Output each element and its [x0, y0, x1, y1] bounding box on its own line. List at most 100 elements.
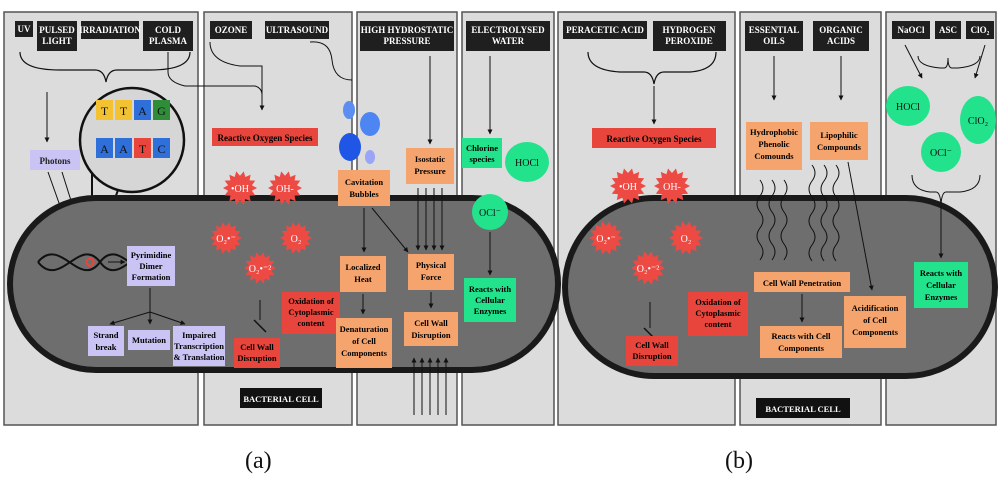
hocl-text-b: HOCl [896, 102, 920, 113]
oh-radical-b-burst [610, 168, 646, 204]
pyrimidine-text-1: Pyrimidine [131, 250, 172, 260]
acid-text-2: of Cell [863, 315, 887, 325]
denaturation-box [336, 318, 392, 368]
oh-minus-a-label: OH- [276, 184, 294, 195]
header-peracetic [563, 21, 647, 39]
header-peracetic-text: PERACETIC ACID [566, 25, 644, 35]
mutation-text: Mutation [132, 335, 166, 345]
o2-2-a-burst [244, 252, 276, 284]
oxidation-b-text-1: Oxidation of [695, 297, 741, 307]
header-plasma-text-1: COLD [155, 25, 182, 35]
enz-a-text-3: Enzymes [474, 306, 507, 316]
header-ultrasound [265, 21, 329, 39]
header-h2o2 [653, 21, 726, 51]
bubble-2 [360, 112, 380, 136]
arrow-ultrasound [309, 41, 353, 81]
cavitation-box [338, 170, 390, 206]
hocl-text-a: HOCl [515, 158, 539, 169]
reacts-components-box [760, 326, 842, 358]
hydrophobic-text-3: Comounds [754, 151, 794, 161]
header-eo-text-2: OILS [763, 36, 785, 46]
isostatic-box [406, 148, 454, 184]
header-cold-plasma [143, 21, 193, 51]
clo2-circle-b [960, 96, 996, 144]
o2-2-a-label: O₂•⁻² [249, 264, 272, 275]
dna-top-tile [153, 100, 170, 120]
dna-top-tile [96, 100, 113, 120]
strand-text-2: break [95, 342, 116, 352]
lipophilic-text-1: Lipophilic [820, 130, 858, 140]
header-irradiation-text: IRRADIATION [79, 25, 141, 35]
impaired-text-2: Transcription [174, 341, 224, 351]
ros-box-b [592, 128, 716, 148]
rc-text-2: Components [778, 343, 825, 353]
chlorine-species-box [462, 138, 502, 168]
header-hhp-text-1: HIGH HYDROSTATIC [361, 25, 453, 35]
brace-chlorine-species [911, 174, 981, 205]
header-ultrasound-text: ULTRASOUND [266, 25, 329, 35]
bubble-1 [343, 101, 355, 119]
enz-a-text-2: Cellular [475, 295, 505, 305]
o2-2-b-burst [631, 251, 665, 285]
dna-top-letter: A [138, 104, 147, 118]
o2-a-burst [280, 222, 312, 254]
oh-minus-b-label: OH- [663, 182, 681, 193]
dna-top-tile [115, 100, 132, 120]
enzymes-box-b [914, 262, 968, 308]
arrow-plasma-to-ros [167, 52, 263, 96]
pressure-arrows-up [411, 357, 449, 415]
penetration-text: Cell Wall Penetration [763, 278, 841, 288]
header-naocl-text: NaOCl [898, 25, 925, 35]
oxidation-a-text-3: content [298, 318, 325, 328]
cwd-a-text-1: Cell Wall [240, 342, 274, 352]
header-organic-acids [813, 21, 869, 51]
lipophilic-text-2: Compounds [817, 142, 862, 152]
header-pulsed-text-1: PULSED [39, 25, 75, 35]
oxidation-box-a [282, 292, 340, 334]
cwd2-text-2: Disruption [411, 330, 450, 340]
ocl-text-b: OCl⁻ [930, 148, 952, 159]
header-oa-text-1: ORGANIC [819, 25, 863, 35]
impaired-text-3: & Translation [174, 352, 225, 362]
caption-b: (b) [725, 448, 753, 474]
dna-dimer-mark [85, 257, 96, 267]
dna-bottom-tile [134, 138, 151, 158]
chlorine-text-1: Chlorine [466, 143, 498, 153]
pyrimidine-box [127, 246, 175, 286]
denat-text-3: Components [341, 348, 388, 358]
header-irradiation [81, 21, 139, 39]
header-electrolysed [466, 21, 550, 51]
heat-box [340, 256, 386, 292]
ocl-circle-a [472, 194, 508, 230]
dna-bottom-tile [153, 138, 170, 158]
hocl-circle-b [886, 86, 930, 126]
header-oa-text-2: ACIDS [827, 36, 855, 46]
cwd-box-b [626, 336, 678, 366]
lipophilic-box [810, 122, 868, 160]
isostatic-text-1: Isostatic [415, 154, 445, 164]
photons-text: Photons [39, 156, 71, 166]
arrow-naocl [904, 44, 923, 79]
header-eo-text-1: ESSENTIAL [749, 25, 800, 35]
oh-radical-a-label: •OH [231, 184, 249, 195]
enzymes-box-a [464, 278, 516, 322]
o2-radical-a-label: O₂•⁻ [216, 234, 236, 245]
physical-force-box [408, 254, 454, 290]
header-clo2 [966, 21, 994, 39]
acid-text-1: Acidification [852, 303, 899, 313]
bacterial-cell-label-a [240, 388, 322, 408]
impaired-box [173, 326, 225, 366]
dna-bottom-letter: C [157, 142, 165, 156]
dna-bottom-letter: A [119, 142, 128, 156]
dna-top-tile [134, 100, 151, 120]
cwd-box-a [234, 338, 280, 368]
ros-box-a [212, 128, 318, 146]
pyrimidine-text-2: Dimer [139, 261, 162, 271]
cwd-b-text-1: Cell Wall [635, 340, 669, 350]
mutation-box [128, 330, 170, 350]
o2-radical-a-burst [210, 222, 242, 254]
hydrophobic-text-1: Hydrophobic [750, 127, 798, 137]
dna-top-letter: T [101, 104, 109, 118]
